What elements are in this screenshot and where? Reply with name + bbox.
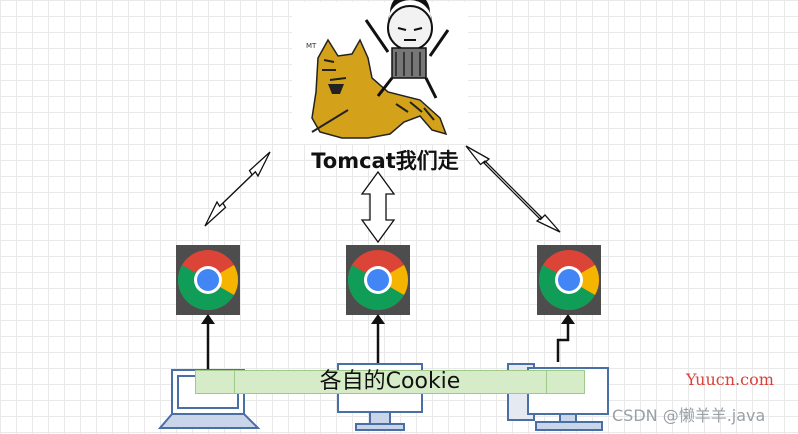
cookie-banner: 各自的Cookie bbox=[195, 370, 585, 394]
arrow-server-center bbox=[360, 170, 396, 244]
tomcat-title: Tomcat我们走 bbox=[311, 149, 459, 173]
banner-divider bbox=[234, 371, 235, 393]
banner-divider bbox=[546, 371, 547, 393]
chrome-icon bbox=[346, 245, 410, 315]
chrome-icon bbox=[176, 245, 240, 315]
arrow-pc-to-browser bbox=[556, 322, 570, 362]
cookie-banner-label: 各自的Cookie bbox=[319, 369, 461, 394]
arrow-server-left bbox=[204, 151, 271, 227]
chrome-icon bbox=[537, 245, 601, 315]
arrow-server-right bbox=[465, 145, 561, 233]
cat-rider-meme-icon: MT bbox=[292, 0, 468, 144]
watermark-site: Yuucn.com bbox=[686, 370, 774, 389]
meme-mt-label: MT bbox=[306, 42, 317, 50]
watermark-csdn: CSDN @懒羊羊.java bbox=[612, 406, 766, 425]
